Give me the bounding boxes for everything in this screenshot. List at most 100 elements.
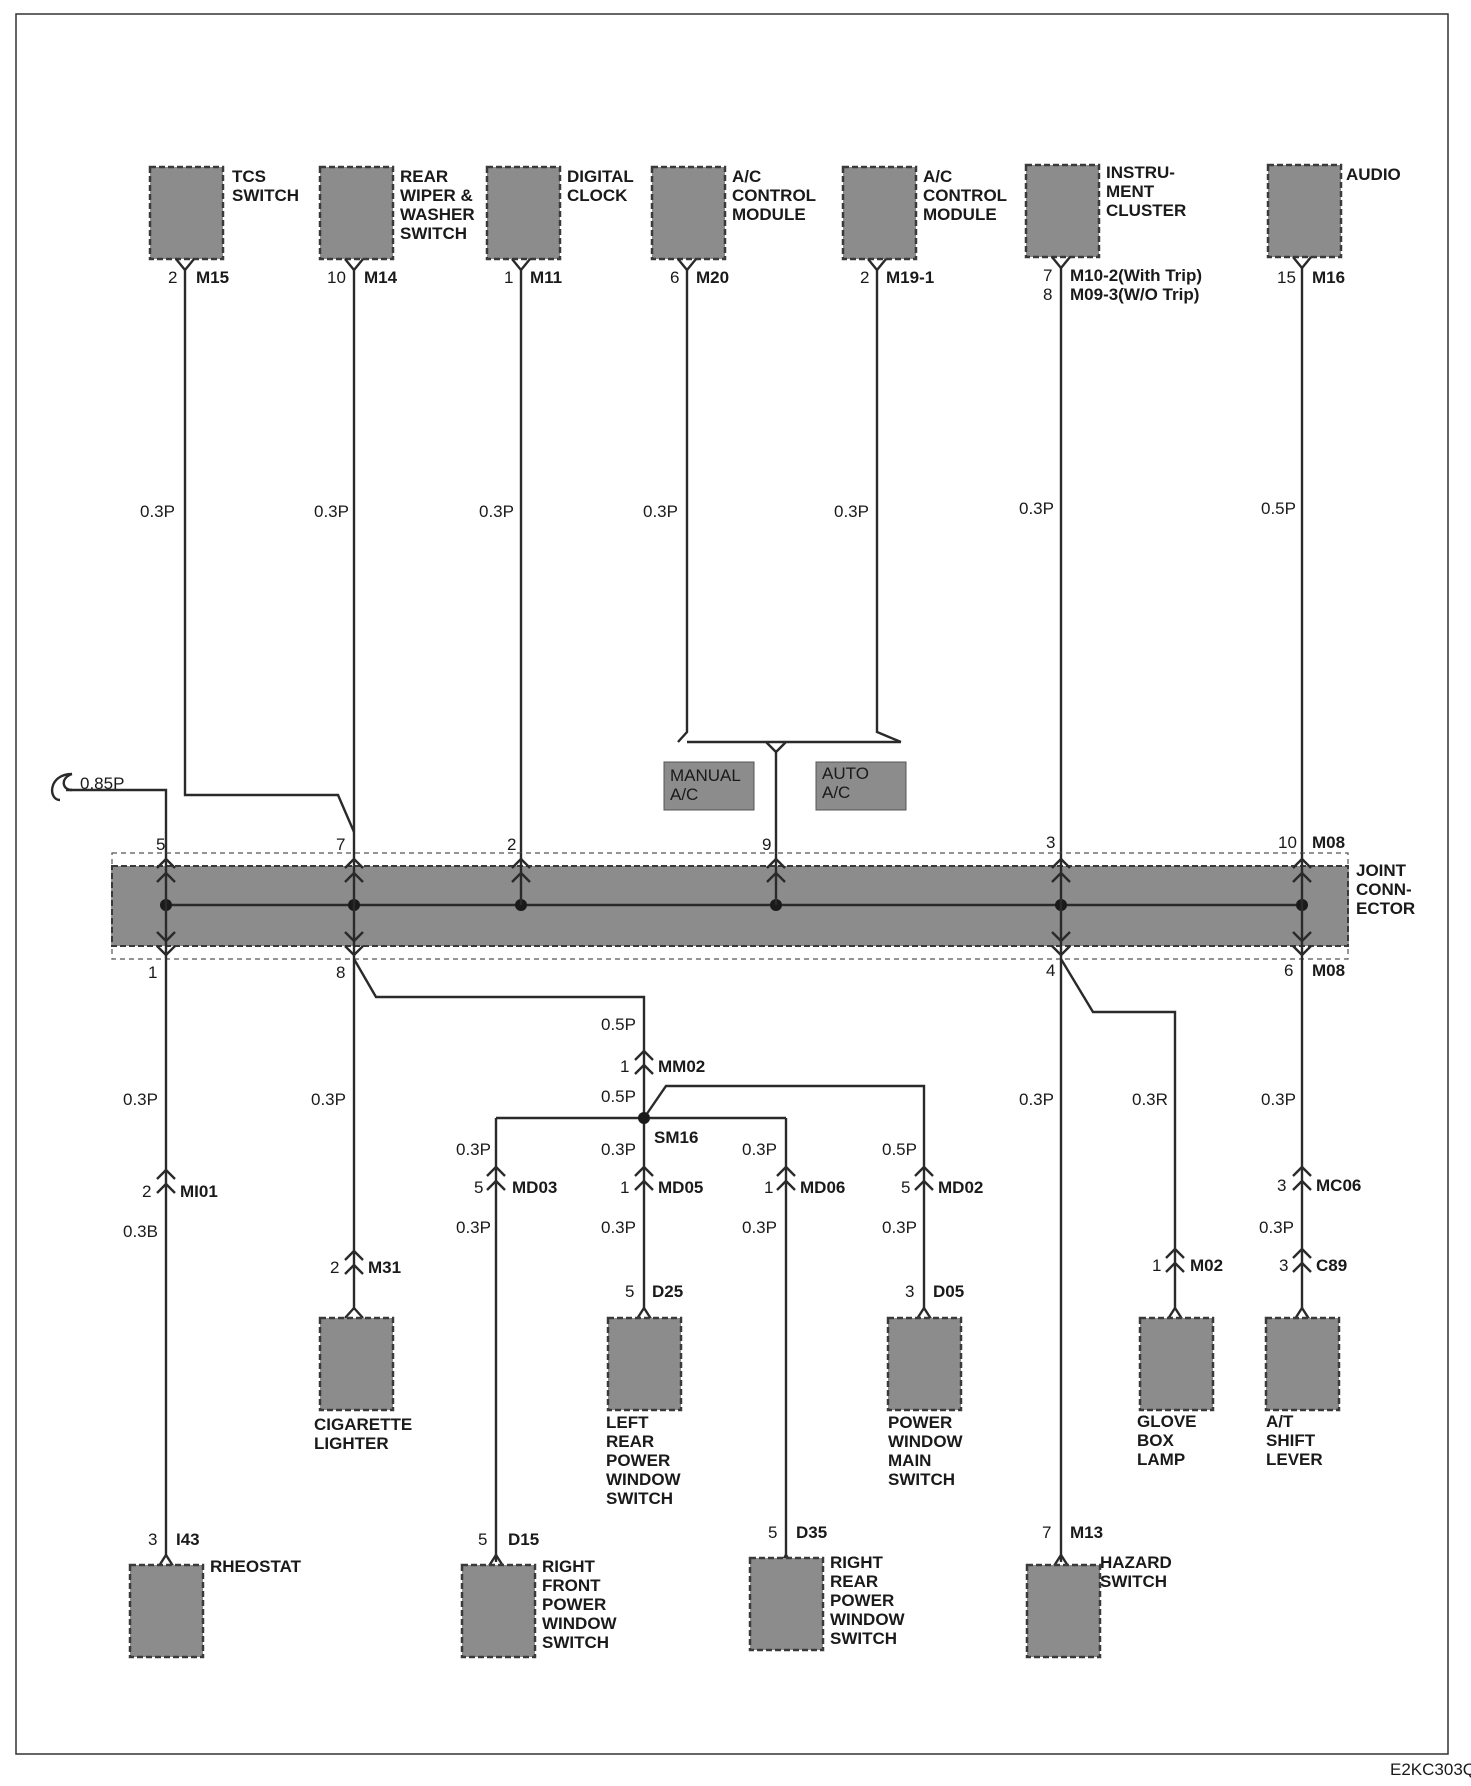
pwm-label-2: WINDOW: [888, 1432, 964, 1451]
dc-label-1: DIGITAL: [567, 167, 634, 186]
rheostat-box: [128, 1563, 205, 1659]
rr-label-4: WINDOW: [830, 1610, 906, 1629]
ic-label-2: MENT: [1106, 182, 1155, 201]
acm-pin: 6: [670, 268, 679, 287]
lr-mpin: 1: [620, 1178, 629, 1197]
tcs-label-1: TCS: [232, 167, 266, 186]
gb-conn: M02: [1190, 1256, 1223, 1275]
aca-wire-size: 0.3P: [834, 502, 869, 521]
hz-label-1: HAZARD: [1100, 1553, 1172, 1572]
right-rear-pw-box: [748, 1556, 825, 1652]
tcs-pin: 2: [168, 268, 177, 287]
lr-label-3: POWER: [606, 1451, 670, 1470]
pwm-w1: 0.5P: [882, 1140, 917, 1159]
rr-label-1: RIGHT: [830, 1553, 884, 1572]
ic-pin: 7: [1043, 266, 1052, 285]
aca-label-3: MODULE: [923, 205, 997, 224]
jc-pin-5: 5: [156, 835, 165, 854]
sh-mpin: 3: [1277, 1176, 1286, 1195]
lr-label-4: WINDOW: [606, 1470, 682, 1489]
lr-label-2: REAR: [606, 1432, 654, 1451]
cl-conn: M31: [368, 1258, 401, 1277]
gb-label-3: LAMP: [1137, 1450, 1185, 1469]
auto-tag-2: A/C: [822, 783, 850, 802]
feed-wire: [66, 788, 168, 853]
jc-pin-2: 2: [507, 835, 516, 854]
rf-w2: 0.3P: [456, 1218, 491, 1237]
acm-label-1: A/C: [732, 167, 761, 186]
auto-ac-tag: [815, 761, 907, 811]
sh-mconn: MC06: [1316, 1176, 1361, 1195]
rh-mpin: 2: [142, 1182, 151, 1201]
pwm-label-1: POWER: [888, 1413, 952, 1432]
splice-sm16: [638, 1112, 650, 1124]
auto-tag-1: AUTO: [822, 764, 869, 783]
rw-label-4: SWITCH: [400, 224, 467, 243]
left-rear-pw-box: [606, 1316, 683, 1412]
ic-chevron: [1051, 256, 1071, 270]
sh-w1: 0.3P: [1261, 1090, 1296, 1109]
page-border: [15, 13, 1449, 1755]
rr-w2: 0.3P: [742, 1218, 777, 1237]
feed-break: [50, 772, 73, 802]
jc-pin-4: 4: [1046, 961, 1055, 980]
rr-w1: 0.3P: [742, 1140, 777, 1159]
dc-conn: M11: [530, 268, 562, 287]
rr-mpin: 1: [764, 1178, 773, 1197]
rr-mconn: MD06: [800, 1178, 845, 1197]
feed-wire-size: 0.85P: [80, 774, 124, 793]
jc-label-3: ECTOR: [1356, 899, 1415, 918]
jc-label-2: CONN-: [1356, 880, 1412, 899]
acm-chevron: [677, 258, 697, 272]
ac-manual-box: [650, 165, 727, 261]
pwm-wire: [643, 1084, 926, 1308]
acm-wire: [677, 270, 689, 743]
bottom-chevrons: [155, 1049, 1313, 1570]
pwm-conn: D05: [933, 1282, 964, 1301]
audio: AUDIO: [1266, 163, 1401, 259]
pwm-mconn: MD02: [938, 1178, 983, 1197]
manual-tag-1: MANUAL: [670, 766, 741, 785]
instrument-cluster-box: [1024, 163, 1101, 259]
tcs-label-2: SWITCH: [232, 186, 299, 205]
lr-w2: 0.3P: [601, 1218, 636, 1237]
ic-wire-size: 0.3P: [1019, 499, 1054, 518]
jc-pin-6: 6: [1284, 961, 1293, 980]
mm02-wire: [352, 958, 646, 1118]
diagram-code: E2KC303Q: [1390, 1760, 1471, 1779]
rf-mconn: MD03: [512, 1178, 557, 1197]
top-wires: [50, 268, 1304, 853]
jc-pin-9: 9: [762, 835, 771, 854]
audio-box: [1266, 163, 1343, 259]
pwm-mpin: 5: [901, 1178, 910, 1197]
tcs-wire-size: 0.3P: [140, 502, 175, 521]
lr-label-1: LEFT: [606, 1413, 649, 1432]
ic-conn2: M09-3(W/O Trip): [1070, 285, 1199, 304]
rr-label-2: REAR: [830, 1572, 878, 1591]
jc-pin-3: 3: [1046, 833, 1055, 852]
bottom-components: [128, 1316, 1341, 1659]
acm-conn: M20: [696, 268, 729, 287]
dc-chevron: [511, 258, 531, 272]
rw-label-2: WIPER &: [400, 186, 473, 205]
pwm-w2: 0.3P: [882, 1218, 917, 1237]
rf-label-5: SWITCH: [542, 1633, 609, 1652]
jc-pin-8: 8: [336, 963, 345, 982]
power-window-main-box: [886, 1316, 963, 1412]
gb-wire: 0.3R: [1132, 1090, 1168, 1109]
hz-pin: 7: [1042, 1523, 1051, 1542]
rw-chevron: [344, 258, 364, 272]
rh-label: RHEOSTAT: [210, 1557, 302, 1576]
audio-conn: M16: [1312, 268, 1345, 287]
audio-wire-size: 0.5P: [1261, 499, 1296, 518]
audio-pin: 15: [1277, 268, 1296, 287]
glove-wire: [1059, 958, 1177, 1308]
